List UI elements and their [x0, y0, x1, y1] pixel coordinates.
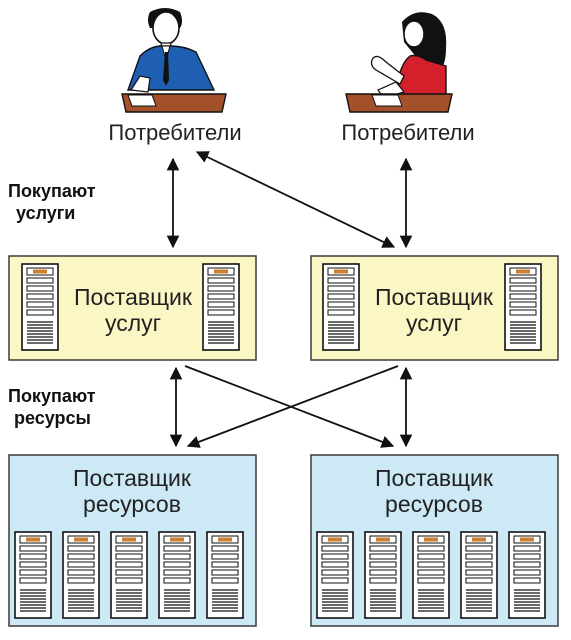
- buy-services-line2: услуги: [16, 203, 76, 223]
- arrow-consumer1-service2: [195, 151, 396, 248]
- server-icon: [460, 531, 498, 619]
- server-icon: [364, 531, 402, 619]
- server-icon: [110, 531, 148, 619]
- server-icon: [508, 531, 546, 619]
- service-provider-label-right: Поставщик услуг: [364, 284, 504, 336]
- service-provider-line2: услуг: [104, 310, 162, 336]
- arrow-service2-resource1: [186, 365, 399, 448]
- service-provider-label-left: Поставщик услуг: [63, 284, 203, 336]
- service-provider-line1: Поставщик: [74, 284, 192, 310]
- server-icon: [14, 531, 52, 619]
- resource-provider-label-right: Поставщик ресурсов: [344, 465, 524, 517]
- server-icon: [412, 531, 450, 619]
- resource-provider-line2: ресурсов: [83, 491, 181, 517]
- buy-resources-line1: Покупают: [8, 386, 96, 406]
- server-icon: [322, 263, 360, 351]
- buy-resources-line2: ресурсы: [14, 408, 91, 428]
- service-provider-line1: Поставщик: [375, 284, 493, 310]
- resource-provider-label-left: Поставщик ресурсов: [42, 465, 222, 517]
- server-icon: [202, 263, 240, 351]
- resource-provider-line1: Поставщик: [375, 465, 493, 491]
- consumer-label-left: Потребители: [108, 120, 242, 145]
- businessman-at-desk-icon: [121, 8, 227, 113]
- server-icon: [62, 531, 100, 619]
- buy-services-line1: Покупают: [8, 181, 96, 201]
- buy-resources-label: Покупают ресурсы: [8, 385, 96, 429]
- server-icon: [158, 531, 196, 619]
- buy-services-label: Покупают услуги: [8, 180, 96, 224]
- server-icon: [504, 263, 542, 351]
- server-icon: [206, 531, 244, 619]
- service-provider-line2: услуг: [405, 310, 463, 336]
- businesswoman-at-desk-icon: [345, 12, 453, 113]
- resource-provider-line2: ресурсов: [385, 491, 483, 517]
- resource-provider-line1: Поставщик: [73, 465, 191, 491]
- arrow-service1-resource2: [184, 365, 395, 448]
- server-icon: [21, 263, 59, 351]
- server-icon: [316, 531, 354, 619]
- consumer-label-right: Потребители: [341, 120, 475, 145]
